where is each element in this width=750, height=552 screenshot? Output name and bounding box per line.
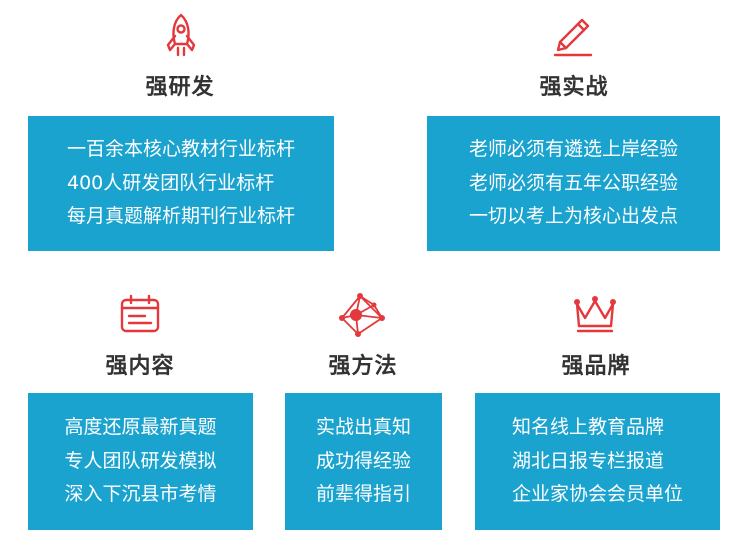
feature-line: 高度还原最新真题 [64, 416, 217, 439]
feature-box: 实战出真知 成功得经验 前辈得指引 [285, 393, 442, 530]
crown-icon [574, 296, 616, 333]
rocket-icon [166, 13, 196, 57]
feature-line: 成功得经验 [315, 449, 411, 472]
feature-line: 湖北日报专栏报道 [511, 449, 664, 472]
feature-title: 强内容 [105, 354, 175, 379]
feature-box: 知名线上教育品牌 湖北日报专栏报道 企业家协会会员单位 [475, 393, 720, 530]
feature-line: 深入下沉县市考情 [64, 483, 217, 506]
feature-line: 一百余本核心教材行业标杆 [66, 138, 295, 161]
feature-box: 一百余本核心教材行业标杆 400人研发团队行业标杆 每月真题解析期刊行业标杆 [28, 116, 334, 251]
feature-line: 400人研发团队行业标杆 [66, 171, 275, 194]
feature-line: 实战出真知 [315, 416, 411, 439]
calendar-icon [120, 294, 160, 333]
feature-line: 每月真题解析期刊行业标杆 [66, 205, 295, 228]
feature-line: 前辈得指引 [315, 483, 411, 506]
feature-box: 高度还原最新真题 专人团队研发模拟 深入下沉县市考情 [28, 393, 253, 530]
feature-box: 老师必须有遴选上岸经验 老师必须有五年公职经验 一切以考上为核心出发点 [427, 116, 720, 251]
network-icon [339, 293, 385, 337]
feature-line: 老师必须有遴选上岸经验 [468, 138, 678, 161]
feature-line: 老师必须有五年公职经验 [468, 171, 678, 194]
feature-line: 一切以考上为核心出发点 [468, 205, 678, 228]
feature-title: 强研发 [145, 75, 215, 100]
feature-title: 强实战 [539, 75, 609, 100]
feature-line: 专人团队研发模拟 [64, 449, 217, 472]
feature-title: 强方法 [328, 354, 398, 379]
feature-title: 强品牌 [561, 354, 631, 379]
pencil-icon [553, 18, 593, 57]
feature-line: 知名线上教育品牌 [511, 416, 664, 439]
feature-line: 企业家协会会员单位 [511, 483, 683, 506]
